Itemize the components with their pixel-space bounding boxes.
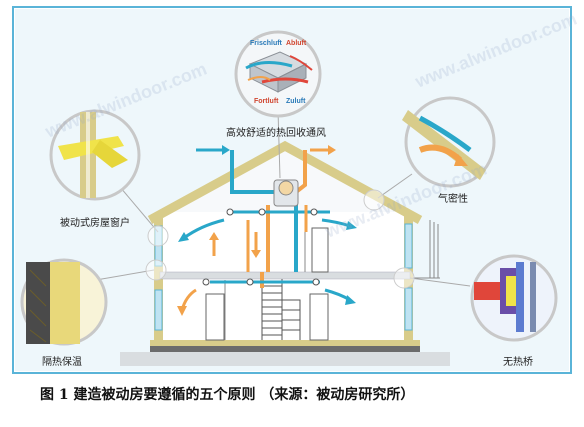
middle-floor — [159, 271, 411, 280]
right-window — [404, 223, 413, 269]
ventilation-detail-circle — [234, 30, 322, 118]
ventilation-ducts — [210, 150, 330, 288]
outgoing-air-label: Fortluft — [254, 98, 279, 105]
supply-air-label: Zuluft — [286, 98, 306, 105]
window-label: 被动式房屋窗户 — [60, 218, 130, 229]
balcony-railing — [413, 220, 440, 279]
thermal-bridge-detail-circle — [470, 254, 558, 342]
lower-door-2 — [309, 293, 329, 341]
staircase — [261, 279, 301, 340]
heat-recovery-label: 高效舒适的热回收通风 — [226, 128, 326, 139]
upper-left-flow — [183, 218, 225, 240]
exhaust-duct-down — [260, 205, 270, 288]
callout-hotspots — [145, 189, 415, 289]
no-thermal-bridge-label: 无热桥 — [503, 357, 533, 368]
exhaust-duct — [294, 150, 307, 194]
airtight-detail-circle — [402, 96, 496, 188]
figure-caption: 图 1 建造被动房要遵循的五个原则 （来源：被动房研究所） — [40, 387, 415, 403]
airtight-label: 气密性 — [438, 194, 468, 205]
left-window-2 — [154, 289, 163, 331]
right-window-2 — [404, 287, 413, 331]
air-grilles — [202, 208, 320, 286]
insulation-detail-circle — [20, 258, 108, 346]
foundation — [150, 346, 420, 352]
fresh-air-label: Frischluft — [250, 40, 282, 47]
window-detail-circle — [49, 109, 141, 201]
upper-door — [311, 227, 329, 273]
heat-recovery-unit — [273, 179, 299, 207]
ground-strip — [120, 352, 450, 366]
exhaust-air-label: Abluft — [286, 40, 307, 47]
air-flow-arrows — [177, 145, 357, 316]
ground-floor — [150, 340, 420, 350]
lower-door — [205, 293, 225, 341]
insulation-label: 隔热保温 — [42, 357, 82, 368]
